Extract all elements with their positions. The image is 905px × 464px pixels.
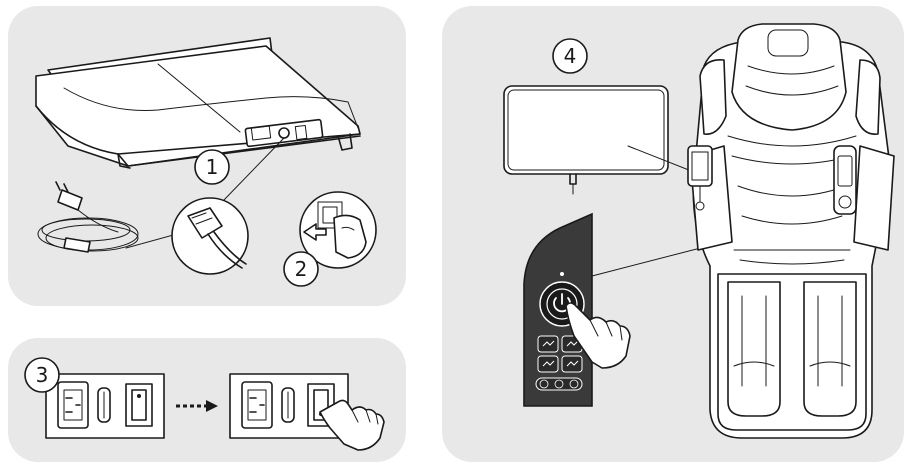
remote-bottom-buttons [536,378,582,390]
step-1-number: 1 [206,155,219,179]
step-4-badge: 4 [553,39,587,73]
chair-base-unit [36,38,360,168]
step-4-illustration: 4 [442,6,904,462]
step-1-panel: 1 [8,6,406,306]
step-3-badge: 3 [25,358,59,392]
hand-icon [320,400,384,450]
step-1-badge: 1 [195,150,229,184]
arrow-icon [176,400,218,412]
step-3-number: 3 [36,363,49,387]
step-3-panel: 3 [8,338,406,462]
step-4-number: 4 [564,44,577,68]
step-2-number: 2 [295,257,308,281]
socket-switch-off [46,374,164,438]
step-4-panel: 4 [442,6,904,462]
tablet [504,86,704,194]
step-1-illustration: 1 [8,6,406,306]
step-2-badge: 2 [284,252,318,286]
massage-chair [688,24,894,438]
step-3-illustration: 3 [8,338,406,462]
